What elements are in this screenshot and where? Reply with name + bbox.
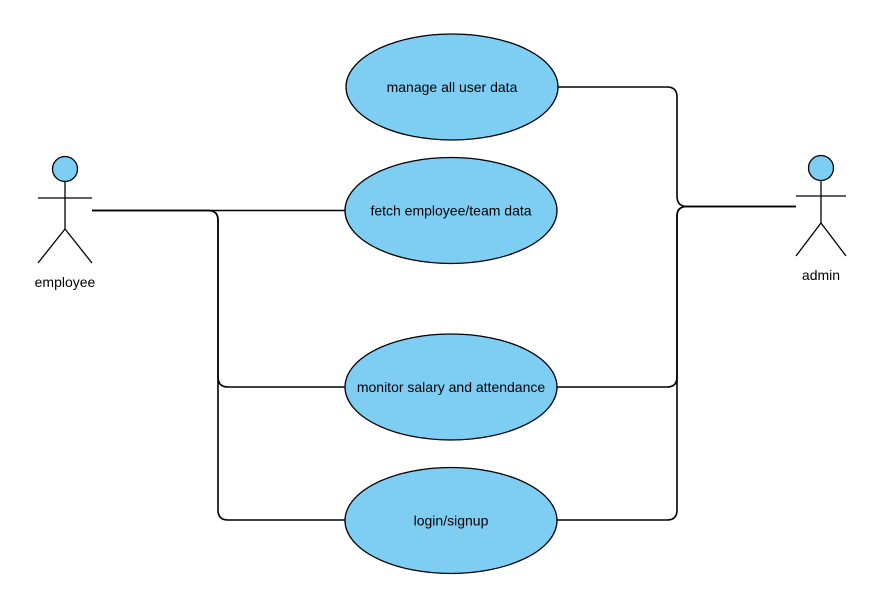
actor-admin-label: admin xyxy=(802,267,840,283)
use-case-label: fetch employee/team data xyxy=(370,203,531,219)
admin-to-manage-connector xyxy=(557,86,796,208)
actor-employee[interactable]: employee xyxy=(35,155,96,291)
use-case-fetch-employee-team-data[interactable]: fetch employee/team data xyxy=(344,156,558,265)
actor-head xyxy=(51,155,79,183)
use-case-label: monitor salary and attendance xyxy=(357,379,546,395)
actor-head xyxy=(807,154,835,182)
use-case-login-signup[interactable]: login/signup xyxy=(344,466,558,575)
actor-employee-label: employee xyxy=(35,274,96,290)
employee-associations xyxy=(92,209,345,521)
use-case-monitor-salary-and-attendance[interactable]: monitor salary and attendance xyxy=(344,333,558,441)
use-case-ellipse xyxy=(345,33,559,141)
use-case-ellipse xyxy=(344,156,558,265)
use-case-label: login/signup xyxy=(414,513,489,529)
admin-to-login-connector xyxy=(557,205,796,521)
admin-associations xyxy=(557,86,796,521)
actor-left-leg xyxy=(37,228,66,264)
use-case-ellipse xyxy=(344,333,558,441)
employee-to-login-connector xyxy=(92,209,345,521)
actor-admin[interactable]: admin xyxy=(795,154,847,284)
use-case-label: manage all user data xyxy=(387,79,518,95)
use-case-ellipse xyxy=(344,466,558,575)
actor-left-leg xyxy=(795,222,822,257)
actor-right-leg xyxy=(64,228,93,264)
use-case-manage-all-user-data[interactable]: manage all user data xyxy=(345,33,559,141)
actor-right-leg xyxy=(820,222,847,257)
